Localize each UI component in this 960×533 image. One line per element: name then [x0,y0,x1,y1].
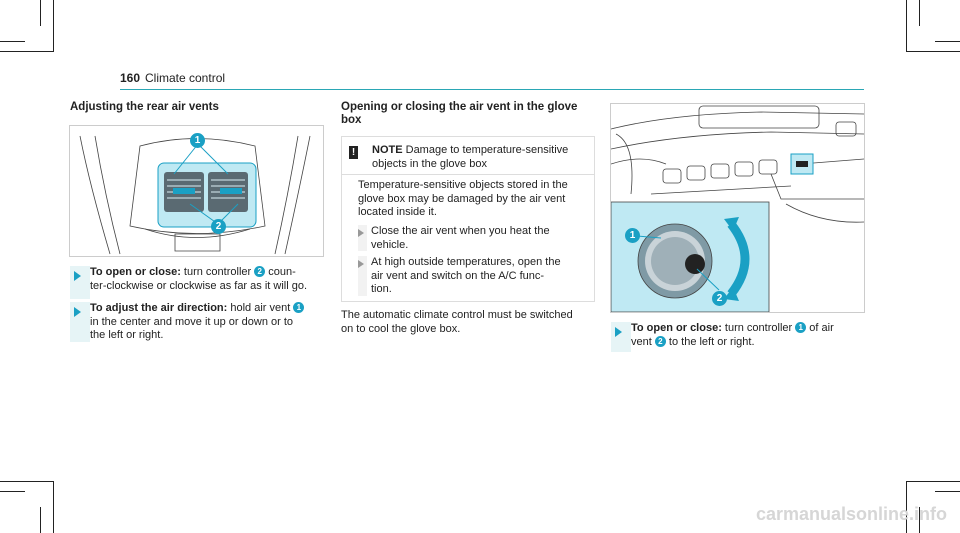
step-text: to the left or right. [665,335,755,348]
crop-mark [0,481,54,482]
crop-mark [935,491,960,492]
crop-mark [0,41,25,42]
rear-vents-drawing [79,135,311,255]
note-item-line: vehicle. [371,238,409,251]
step-open-close-glovebox: To open or close: turn controller 1 of a… [611,322,861,352]
note-item: Close the air vent when you heat the veh… [371,225,591,252]
note-item-line: tion. [371,283,392,295]
note-header: ! NOTE Damage to temperature-sensitive o… [342,137,594,175]
step-arrow-icon [615,327,622,337]
step-title: To open or close: [631,322,722,334]
paragraph-line: The automatic climate control must be sw… [341,309,573,321]
note-body: Temperature-sensitive objects stored in … [358,179,590,220]
section-heading-rear-vents: Adjusting the rear air vents [70,101,219,113]
crop-mark [919,507,920,533]
page-number: 160 [120,71,141,85]
heading-line: Opening or closing the air vent in the g… [341,101,578,113]
crop-mark [906,51,960,52]
note-step-marker [358,256,367,296]
step-text: turn controller [721,322,796,334]
callout-2-inline: 2 [654,335,666,347]
section-heading-glove-box: Opening or closing the air vent in the g… [341,101,577,127]
crop-mark [935,41,960,42]
step-text: of air [806,322,834,334]
step-text: ter-clockwise or clockwise as far as it … [90,279,308,292]
crop-mark [40,507,41,533]
crop-mark [919,0,920,26]
crop-mark [906,481,907,533]
callout-1: 1 [190,133,205,148]
note-box: ! NOTE Damage to temperature-sensitive o… [341,136,595,302]
step-adjust-direction: To adjust the air direction: hold air ve… [70,302,330,343]
note-body-line: Temperature-sensitive objects stored in … [358,179,568,191]
crop-mark [53,0,54,52]
crop-mark [0,491,25,492]
heading-line: box [341,114,362,126]
callout-1-inline: 1 [293,302,305,313]
step-text: vent [631,335,655,348]
warning-icon: ! [349,146,358,159]
paragraph: The automatic climate control must be sw… [341,309,596,336]
step-text: in the center and move it up or down or … [90,315,294,328]
step-text: turn controller [180,266,255,278]
step-title: To open or close: [90,266,181,278]
crop-mark [53,481,54,533]
step-open-close-rear: To open or close: turn controller 2 coun… [70,266,330,299]
glove-box-illustration: 1 2 [610,103,865,313]
rear-vents-illustration: 1 2 [69,125,324,257]
step-arrow-icon [358,229,364,237]
callout-1: 1 [625,228,640,243]
step-text: the left or right. [90,329,164,341]
step-arrow-icon [74,307,81,317]
note-item-line: Close the air vent when you heat the [371,225,550,237]
header-rule [120,89,864,90]
step-text: coun- [265,266,296,278]
step-title: To adjust the air direction: [90,302,228,314]
page-title: Climate control [145,71,226,85]
note-step-marker [358,225,367,251]
step-text: hold air vent [227,302,294,314]
glove-box-drawing [611,105,864,312]
paragraph-line: on to cool the glove box. [341,322,461,335]
note-label-text: objects in the glove box [372,157,487,170]
step-arrow-icon [74,271,81,281]
note-body-line: glove box may be damaged by the air vent [358,192,566,205]
note-item-line: air vent and switch on the A/C func- [371,269,545,282]
crop-mark [906,0,907,52]
step-arrow-icon [358,260,364,268]
crop-mark [40,0,41,26]
note-item-line: At high outside temperatures, open the [371,256,561,268]
note-item: At high outside temperatures, open the a… [371,256,591,297]
watermark: carmanualsonline.info [755,504,947,524]
note-label-text: Damage to temperature-sensitive [402,144,569,156]
callout-1-inline: 1 [795,322,807,333]
note-label: NOTE Damage to temperature-sensitive obj… [372,144,622,171]
crop-mark [0,51,54,52]
note-body-line: located inside it. [358,206,437,218]
callout-2: 2 [712,291,727,306]
crop-mark [906,481,960,482]
note-title: NOTE [372,144,403,156]
callout-2-inline: 2 [254,266,266,277]
callout-2: 2 [211,219,226,234]
